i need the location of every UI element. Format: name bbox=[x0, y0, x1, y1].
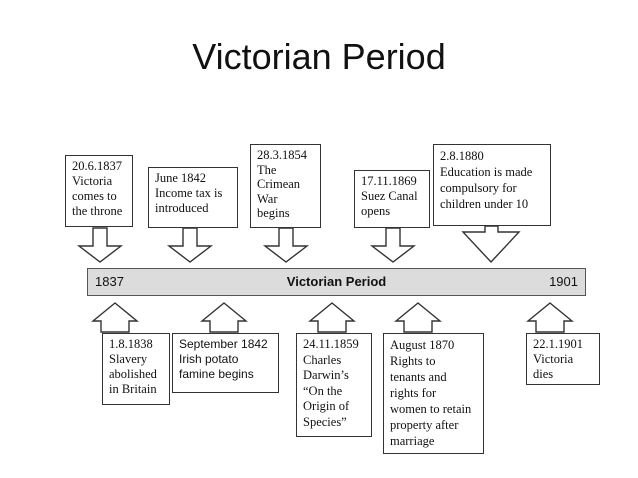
down-arrow-1842 bbox=[166, 227, 214, 263]
down-arrow-1880 bbox=[461, 225, 521, 264]
event-1837-accession: 20.6.1837 Victoria comes to the throne bbox=[65, 155, 133, 227]
slide-title: Victorian Period bbox=[192, 36, 446, 77]
event-1870-rights: August 1870 Rights to tenants and rights… bbox=[383, 333, 484, 454]
down-arrow-1869 bbox=[369, 227, 417, 263]
up-arrow-1842-famine bbox=[200, 302, 248, 333]
down-arrow-1854 bbox=[262, 227, 310, 263]
event-1842-income-tax: June 1842 Income tax is introduced bbox=[148, 167, 238, 228]
up-arrow-1838 bbox=[91, 302, 139, 333]
event-1869-suez-canal: 17.11.1869 Suez Canal opens bbox=[354, 170, 430, 228]
timeline-start-year: 1837 bbox=[95, 274, 124, 289]
event-1859-darwin: 24.11.1859 Charles Darwin’s “On the Orig… bbox=[296, 333, 372, 437]
event-1854-crimean-war: 28.3.1854 The Crimean War begins bbox=[250, 144, 321, 228]
timeline-end-year: 1901 bbox=[549, 274, 578, 289]
event-1842-famine: September 1842 Irish potato famine begin… bbox=[172, 333, 279, 393]
timeline-bar: 1837 Victorian Period 1901 bbox=[87, 268, 586, 296]
event-1901-victoria-dies: 22.1.1901 Victoria dies bbox=[526, 333, 600, 385]
event-1838-slavery: 1.8.1838 Slavery abolished in Britain bbox=[102, 333, 170, 405]
down-arrow-1837 bbox=[76, 227, 124, 263]
up-arrow-1870 bbox=[394, 302, 442, 333]
event-1880-education: 2.8.1880 Education is made compulsory fo… bbox=[433, 144, 551, 226]
timeline-label: Victorian Period bbox=[286, 274, 387, 289]
up-arrow-1901 bbox=[526, 302, 574, 333]
up-arrow-1859 bbox=[308, 302, 356, 333]
